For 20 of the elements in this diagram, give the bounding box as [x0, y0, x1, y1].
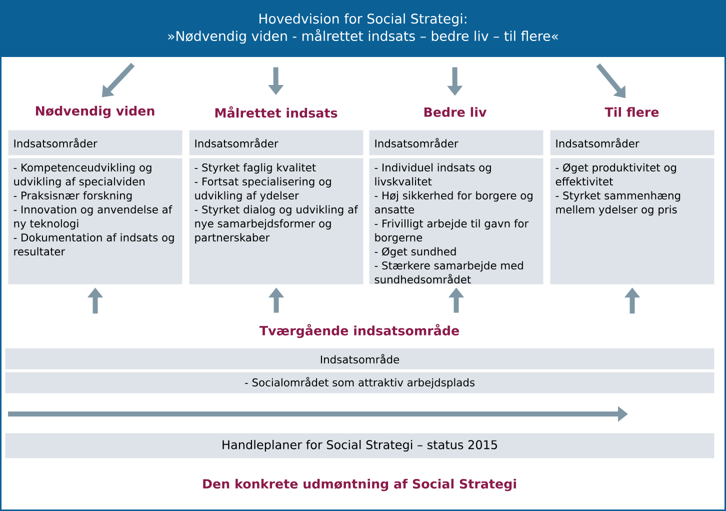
label-strip: Indsatsområder [8, 130, 182, 156]
status-bar: Handleplaner for Social Strategi – status 2015 [5, 433, 714, 458]
node-label: Hovedvision for Social Strategi: [260, 13, 466, 26]
label-strip: Indsatsområder [369, 130, 544, 156]
node-label: »Nødvendig viden - målrettet indsats – bedre liv – til flere« [168, 29, 558, 44]
label-strip: Indsatsområder [189, 130, 364, 156]
heading-text: Bedre liv [424, 107, 487, 117]
heading-text: Målrettet indsats [215, 106, 338, 118]
label-strip: Indsatsområde [5, 348, 714, 370]
caption-text: Den konkrete udmøntning af Social Strategi [203, 478, 516, 492]
text-panel: - Kompetenceudvikling og udvikling af specialviden - Praksisnær forskning - Innovation og anvendelse af ny teknologi - Dokumentation af indsats og resultater [8, 158, 182, 284]
heading-text: Tværgående indsatsområde [259, 324, 459, 338]
text-panel: - Individuel indsats og livskvalitet - Høj sikkerhed for borgere og ansatte - Frivilligt arbejde til gavn for borgerne - Øget sundhed - Stærkere samarbejde med sundhedsområdet [369, 158, 544, 284]
heading-text: Nødvendig viden [36, 106, 154, 118]
text-panel: - Styrket faglig kvalitet - Fortsat specialisering og udvikling af ydelser - Styrket dialog og udvikling af nye samarbejdsformer og partnerskaber [189, 158, 364, 284]
text-panel: - Øget produktivitet og effektivitet - Styrket sammenhæng mellem ydelser og pris [550, 158, 714, 284]
label-strip: Indsatsområder [550, 130, 714, 156]
label-strip: - Socialområdet som attraktiv arbejdsplads [5, 372, 714, 394]
header-band: Hovedvision for Social Strategi: »Nødvendig viden - målrettet indsats – bedre liv – til flere« [0, 0, 726, 57]
heading-text: Til flere [604, 107, 659, 117]
